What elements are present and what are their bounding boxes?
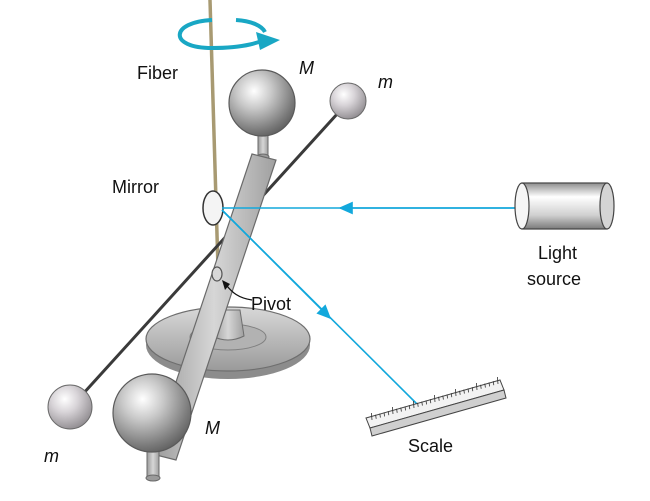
light-source-cylinder-icon: [514, 182, 615, 230]
scale-tick: [471, 387, 474, 392]
scale-tick: [421, 401, 423, 406]
small-mass-rod: [70, 100, 350, 408]
light-beam: [221, 201, 516, 406]
scale-tick: [459, 390, 461, 395]
mass-small-top-label: m: [378, 72, 393, 92]
scale-label: Scale: [408, 436, 453, 456]
light-source-label-line2: source: [527, 269, 581, 289]
scale-tick: [429, 399, 432, 404]
small-mass-top: [329, 82, 367, 120]
scale-tick: [383, 412, 385, 417]
large-mass-bar: [151, 153, 277, 461]
scale-tick: [484, 383, 486, 388]
scale-tick: [387, 411, 390, 416]
large-mass-top: [228, 69, 296, 161]
scale-tick: [379, 413, 381, 418]
scale-tick: [417, 402, 419, 407]
scale-tick: [463, 389, 465, 394]
scale-tick: [467, 388, 469, 393]
rotation-arrow-icon: [177, 18, 280, 51]
scale-tick: [455, 388, 457, 397]
scale-tick: [434, 394, 436, 403]
scale-tick: [442, 395, 444, 400]
scale-tick: [392, 406, 394, 415]
pivot-label: Pivot: [251, 294, 291, 314]
base-stand: [145, 306, 311, 379]
scale-tick: [492, 381, 495, 386]
small-mass-bottom: [47, 384, 93, 430]
scale-tick: [425, 400, 427, 405]
light-source-label-line1: Light: [538, 243, 577, 263]
mass-large-top-label: M: [299, 58, 314, 78]
scale-tick: [396, 408, 398, 413]
scale-tick: [375, 414, 377, 419]
scale-tick: [497, 376, 499, 385]
scale-tick: [408, 405, 411, 410]
scale-tick: [446, 394, 448, 399]
mass-small-bottom-label: m: [44, 446, 59, 466]
scale-tick: [400, 407, 402, 412]
scale-tick: [371, 412, 373, 421]
scale-ruler-icon: [365, 376, 507, 437]
mirror: [202, 190, 224, 226]
mass-large-bottom-label: M: [205, 418, 220, 438]
scale-tick: [450, 393, 453, 398]
scale-tick: [488, 382, 490, 387]
fiber-label: Fiber: [137, 63, 178, 83]
scale-tick: [438, 396, 440, 401]
scale-tick: [404, 406, 406, 411]
pivot-hole: [211, 266, 223, 282]
scale-tick: [413, 400, 415, 409]
mirror-label: Mirror: [112, 177, 159, 197]
large-mass-bottom: [112, 373, 192, 482]
scale-tick: [476, 382, 478, 391]
fiber-line: [208, 0, 220, 269]
scale-tick: [480, 384, 482, 389]
pivot-leader: [222, 280, 253, 301]
